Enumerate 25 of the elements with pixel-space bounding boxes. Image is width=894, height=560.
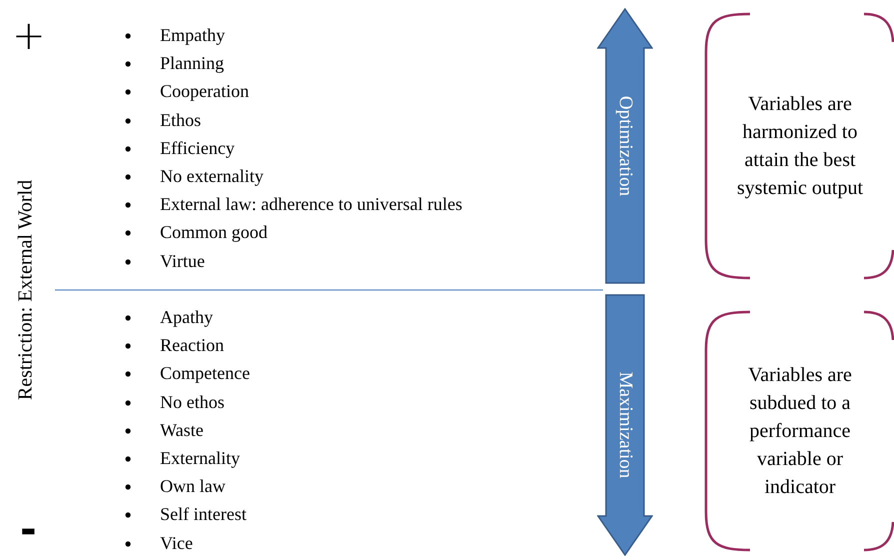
list-item: Cooperation bbox=[160, 80, 249, 102]
plus-sign: + bbox=[12, 14, 46, 58]
list-item: Self interest bbox=[160, 503, 246, 526]
minus-sign: - bbox=[20, 508, 37, 552]
list-item: Planning bbox=[160, 52, 224, 74]
list-item: Competence bbox=[160, 362, 250, 384]
list-item: External law: adherence to universal rules bbox=[160, 193, 462, 216]
list-item: No ethos bbox=[160, 390, 224, 413]
list-item: Vice bbox=[160, 532, 193, 554]
list-item: Virtue bbox=[160, 250, 205, 272]
list-item: No externality bbox=[160, 165, 264, 187]
arrow-label: Optimization bbox=[614, 96, 636, 196]
list-item: Efficiency bbox=[160, 136, 235, 159]
list-item: Waste bbox=[160, 418, 204, 441]
axis-label: Restriction: External World bbox=[14, 180, 38, 400]
list-item: Ethos bbox=[160, 108, 202, 131]
list-item: Common good bbox=[160, 221, 268, 244]
list-item: Own law bbox=[160, 475, 226, 498]
arrow-label: Maximization bbox=[614, 372, 636, 478]
list-item: Apathy bbox=[160, 306, 213, 328]
list-item: Empathy bbox=[160, 24, 225, 46]
description-text: Variables are harmonized to attain the best systemic output bbox=[736, 92, 864, 201]
description-text: Variables are subdued to a performance variable or indicator bbox=[747, 363, 853, 500]
list-item: Externality bbox=[160, 447, 240, 469]
list-item: Reaction bbox=[160, 334, 224, 356]
